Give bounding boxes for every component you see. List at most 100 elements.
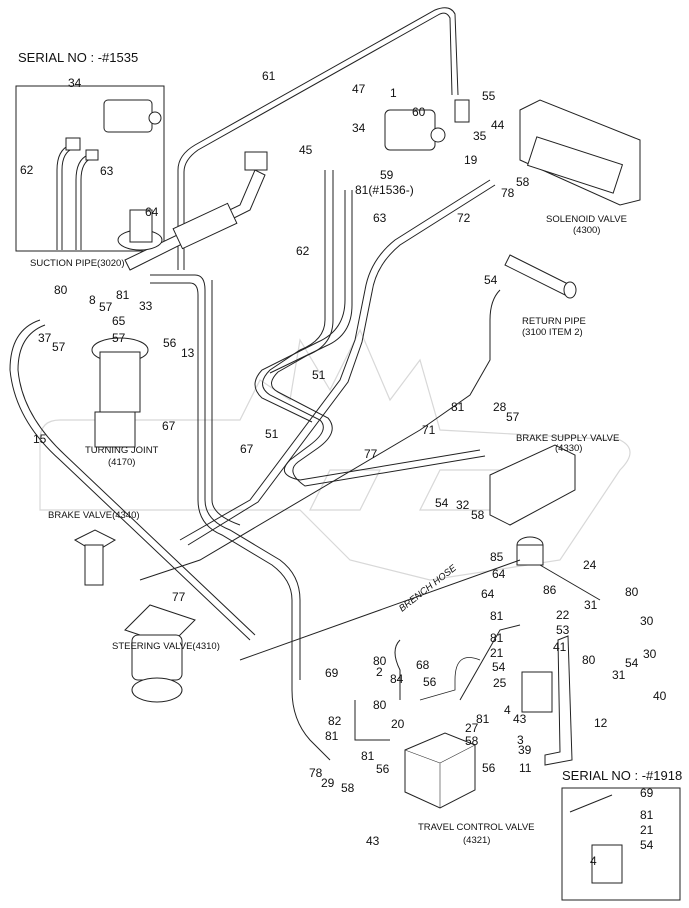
label-turning-joint: TURNING JOINT bbox=[85, 445, 159, 456]
label-brake-supply-valve-ref: (4330) bbox=[555, 443, 582, 454]
callout-label: 58 bbox=[341, 781, 355, 795]
callout-label: 30 bbox=[640, 614, 654, 628]
turning-joint-drawing bbox=[91, 337, 149, 448]
callout-label: 57 bbox=[52, 340, 66, 354]
callout-label: 62 bbox=[20, 163, 34, 177]
solenoid-valve-drawing bbox=[519, 99, 641, 206]
callout-label: 31 bbox=[584, 598, 598, 612]
callout-label: 19 bbox=[464, 153, 478, 167]
label-brench-hose: BRENCH HOSE bbox=[397, 562, 459, 614]
callout-label: 51 bbox=[312, 368, 326, 382]
callout-label: 53 bbox=[556, 623, 570, 637]
callout-label: 80 bbox=[625, 585, 639, 599]
callout-label: 54 bbox=[640, 838, 654, 852]
label-return-pipe-ref: (3100 ITEM 2) bbox=[522, 327, 583, 338]
callout-label: 4 bbox=[504, 703, 511, 717]
callout-label: 31 bbox=[612, 668, 626, 682]
callout-label: 21 bbox=[640, 823, 654, 837]
callout-label: 72 bbox=[457, 211, 471, 225]
travel-control-valve-drawing bbox=[404, 732, 476, 809]
callout-label: 8 bbox=[89, 293, 96, 307]
callout-label: 62 bbox=[296, 244, 310, 258]
label-brake-supply-valve: BRAKE SUPPLY VALVE bbox=[516, 433, 619, 444]
callout-label: 67 bbox=[240, 442, 254, 456]
callout-label: 56 bbox=[423, 675, 437, 689]
hose-61 bbox=[177, 7, 459, 270]
callout-label: 39 bbox=[518, 743, 532, 757]
callout-label: 54 bbox=[492, 660, 506, 674]
callout-label: 64 bbox=[145, 205, 159, 219]
callout-label: 13 bbox=[181, 346, 195, 360]
callout-label: 58 bbox=[516, 175, 530, 189]
label-travel-control-valve-ref: (4321) bbox=[463, 835, 490, 846]
callout-label: 54 bbox=[435, 496, 449, 510]
callout-label: 80 bbox=[373, 698, 387, 712]
callout-label: 44 bbox=[491, 118, 505, 132]
callout-label: 58 bbox=[465, 734, 479, 748]
callout-label: 43 bbox=[366, 834, 380, 848]
callout-label: 56 bbox=[163, 336, 177, 350]
callout-label: 77 bbox=[172, 590, 186, 604]
hose-71 bbox=[139, 289, 501, 581]
callout-label: 81(#1536-) bbox=[355, 183, 414, 197]
callout-label: 81 bbox=[640, 808, 654, 822]
callout-label: 22 bbox=[556, 608, 570, 622]
callout-label: 86 bbox=[543, 583, 557, 597]
callout-label: 58 bbox=[471, 508, 485, 522]
label-turning-joint-ref: (4170) bbox=[108, 457, 135, 468]
callout-label: 81 bbox=[116, 288, 130, 302]
hose-82 bbox=[239, 559, 521, 661]
label-suction-pipe: SUCTION PIPE(3020) bbox=[30, 258, 125, 269]
callout-label: 69 bbox=[640, 786, 654, 800]
block-4-and-bracket-drawing bbox=[521, 635, 623, 884]
callout-label: 43 bbox=[513, 712, 527, 726]
callout-label: 85 bbox=[490, 550, 504, 564]
callout-label: 67 bbox=[162, 419, 176, 433]
callout-label: 81 bbox=[325, 729, 339, 743]
callout-label: 54 bbox=[625, 656, 639, 670]
callout-label: 15 bbox=[33, 432, 47, 446]
callout-label: 51 bbox=[265, 427, 279, 441]
pump-drawing bbox=[384, 99, 470, 151]
label-solenoid-valve-ref: (4300) bbox=[573, 225, 600, 236]
hose-15 bbox=[9, 319, 251, 641]
inset-serial-1918: SERIAL NO : -#1918 bbox=[562, 768, 682, 783]
brake-valve-drawing bbox=[73, 529, 117, 586]
brake-supply-valve-drawing bbox=[489, 444, 576, 526]
callout-label: 55 bbox=[482, 89, 496, 103]
accumulator-drawing bbox=[516, 536, 601, 601]
callout-label: 63 bbox=[373, 211, 387, 225]
callout-label: 37 bbox=[38, 331, 52, 345]
callout-label: 27 bbox=[465, 721, 479, 735]
callout-label: 4 bbox=[590, 854, 597, 868]
callout-label: 81 bbox=[361, 749, 375, 763]
suction-pipe-drawing bbox=[117, 151, 268, 271]
hose-67 bbox=[150, 274, 301, 680]
callout-label: 20 bbox=[391, 717, 405, 731]
label-solenoid-valve: SOLENOID VALVE bbox=[546, 214, 627, 225]
callout-label: 47 bbox=[352, 82, 366, 96]
callout-label: 54 bbox=[484, 273, 498, 287]
callout-label: 68 bbox=[416, 658, 430, 672]
callout-label: 57 bbox=[112, 331, 126, 345]
inset-pump-drawing bbox=[56, 99, 162, 250]
callout-label: 82 bbox=[328, 714, 342, 728]
callout-label: 40 bbox=[653, 689, 667, 703]
callout-label: 71 bbox=[422, 423, 436, 437]
callout-label: 81 bbox=[490, 631, 504, 645]
callout-label: 56 bbox=[376, 762, 390, 776]
callout-label: 59 bbox=[380, 168, 394, 182]
callout-label: 34 bbox=[68, 76, 82, 90]
callout-label: 34 bbox=[352, 121, 366, 135]
callout-label: 81 bbox=[490, 609, 504, 623]
label-brake-valve: BRAKE VALVE(4340) bbox=[48, 510, 140, 521]
callout-label: 11 bbox=[519, 761, 532, 775]
callout-label: 57 bbox=[506, 410, 520, 424]
callout-label: 12 bbox=[594, 716, 608, 730]
inset-callout-labels: 34 62 63 69 81 21 54 4 bbox=[20, 76, 654, 868]
callout-label: 57 bbox=[99, 300, 113, 314]
inset-serial-1535: SERIAL NO : -#1535 bbox=[18, 50, 138, 65]
